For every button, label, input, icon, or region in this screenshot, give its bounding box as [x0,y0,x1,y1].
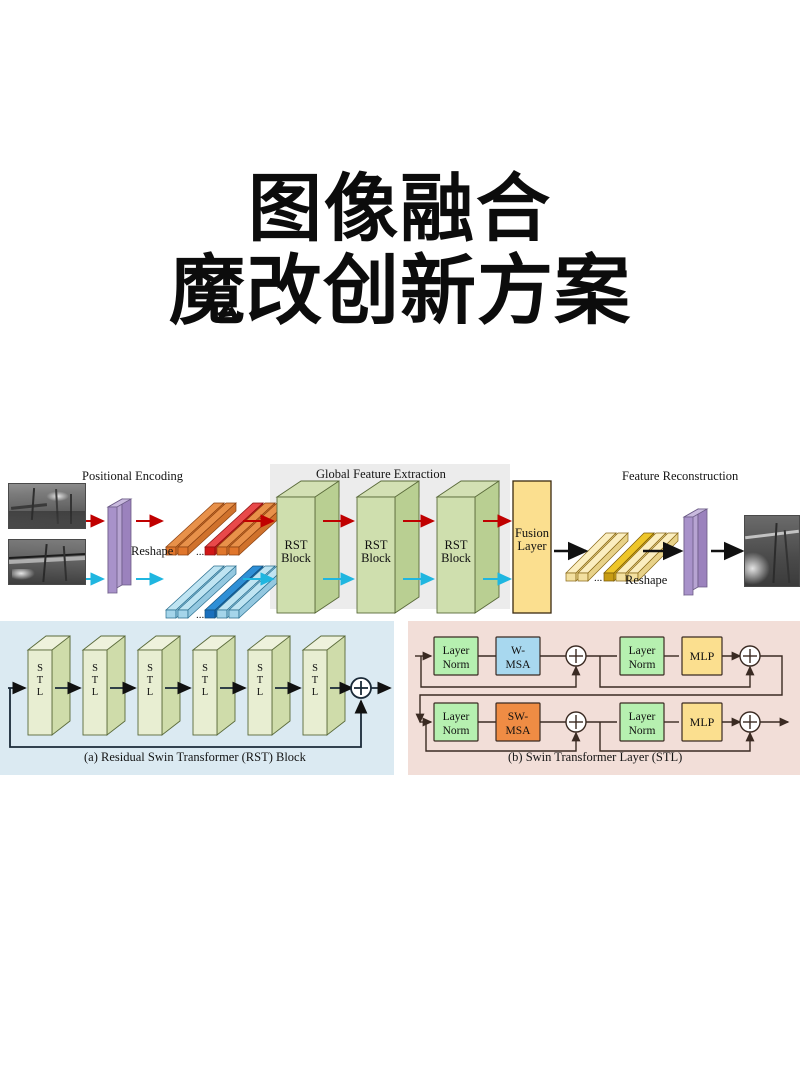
svg-text:...: ... [196,546,205,558]
swmsa-label: SW- MSA [505,711,531,737]
diagram-canvas: ... ... [0,464,800,775]
title-line-1: 图像融合 [248,166,552,252]
svg-text:...: ... [594,572,603,584]
fusion-layer-label: Fusion Layer [514,526,550,553]
ln-label-1: Layer Norm [442,645,470,671]
panel-b-caption: (b) Swin Transformer Layer (STL) [508,750,683,764]
rst-block-2 [355,480,420,614]
page-title: 图像融合 魔改创新方案 [0,168,800,332]
stl-label-4: S T L [201,663,209,698]
wmsa-label: W- MSA [505,645,531,671]
label-global-feature-extraction: Global Feature Extraction [316,467,446,481]
title-line-2: 魔改创新方案 [169,246,631,335]
stl-cuboids [26,635,346,736]
sum-node-b2 [739,645,761,667]
stl-label-3: S T L [146,663,154,698]
fusion-layer-rect [512,480,552,614]
sum-node-b4 [739,711,761,733]
infrared-input-image [8,483,86,529]
architecture-diagram: ... ... [0,455,800,780]
sum-node-b1 [565,645,587,667]
panel-a-caption: (a) Residual Swin Transformer (RST) Bloc… [84,750,306,764]
fused-token-bars: ... [565,532,679,584]
label-reshape-right: Reshape [625,573,668,587]
sum-node-b3 [565,711,587,733]
mlp-label-2: MLP [689,715,715,729]
stl-label-5: S T L [256,663,264,698]
label-positional-encoding: Positional Encoding [82,469,184,483]
rst-block-2-label: RST Block [361,538,391,565]
vis-token-bars: ... [165,565,288,621]
ir-token-bars: ... [165,502,288,558]
stl-label-2: S T L [91,663,99,698]
mlp-label-1: MLP [689,649,715,663]
visible-input-image [8,539,86,585]
fused-output-image [744,515,800,587]
label-reshape-left: Reshape [131,544,174,558]
reshape-slab-right [682,508,709,596]
rst-block-3-label: RST Block [441,538,471,565]
positional-encoding-slab [106,498,133,594]
panel-a-sum-node [350,677,372,699]
ln-label-2: Layer Norm [628,645,656,671]
rst-block-1 [275,480,340,614]
svg-text:...: ... [196,609,205,621]
stl-label-6: S T L [311,663,319,698]
rst-block-1-label: RST Block [281,538,311,565]
ln-label-4: Layer Norm [628,711,656,737]
label-feature-reconstruction: Feature Reconstruction [622,469,739,483]
stl-label-1: S T L [36,663,44,698]
ln-label-3: Layer Norm [442,711,470,737]
